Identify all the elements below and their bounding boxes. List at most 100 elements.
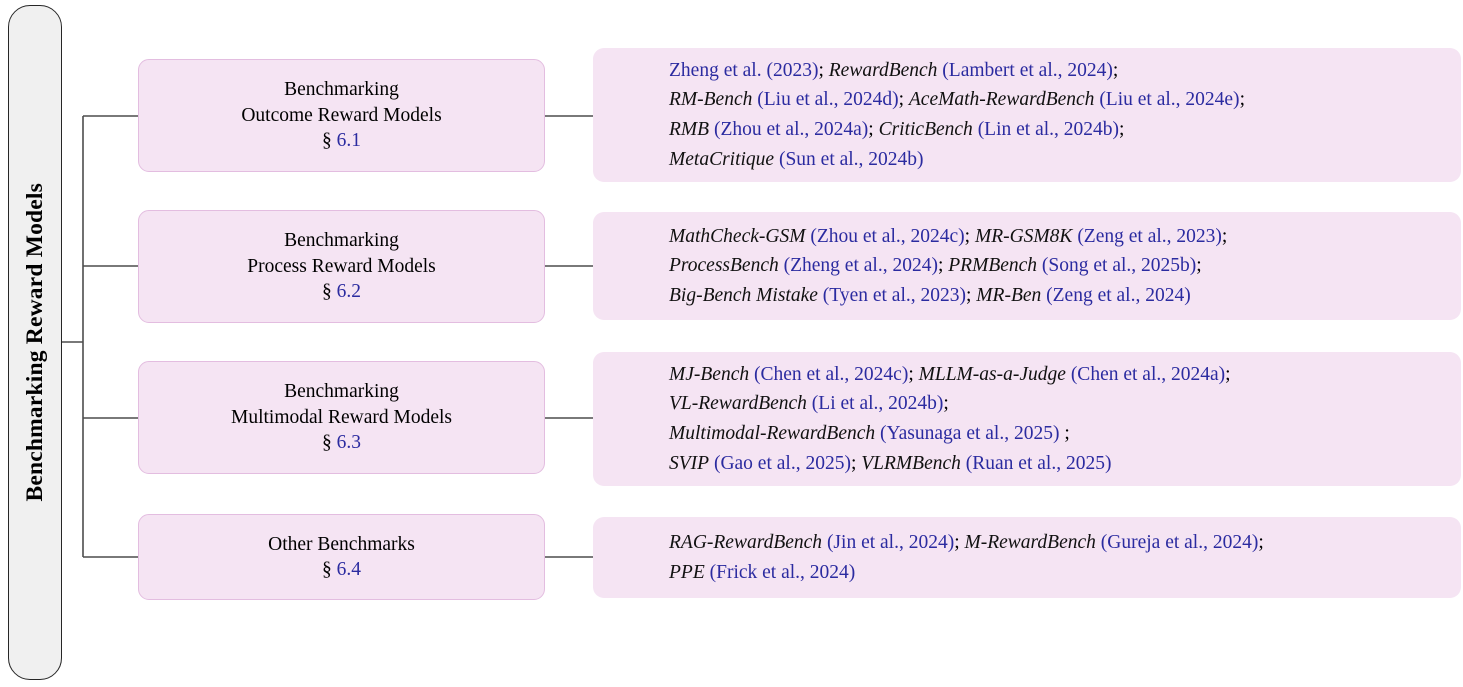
category-title-line: Outcome Reward Models (241, 104, 442, 126)
benchmark-name: MetaCritique (669, 148, 775, 170)
leaf-box-outcome: Zheng et al. (2023); RewardBench (Lamber… (593, 48, 1461, 182)
benchmark-name: VLRMBench (861, 452, 961, 474)
section-number[interactable]: 6.1 (336, 130, 361, 152)
citation-link[interactable]: (Gao et al., 2025) (713, 452, 851, 474)
separator-text: ; (868, 119, 879, 140)
section-symbol: § (322, 432, 332, 454)
benchmark-name: M-RewardBench (964, 531, 1096, 553)
citation-link[interactable]: (Lin et al., 2024b) (977, 119, 1120, 140)
benchmark-name: RMB (669, 119, 710, 140)
section-symbol: § (322, 130, 332, 152)
separator-text: ; (954, 531, 965, 553)
separator-text: ; (964, 225, 975, 247)
citation-line: Multimodal-RewardBench (Yasunaga et al.,… (669, 419, 1461, 449)
separator-text: ; (937, 255, 949, 277)
citation-line: RMB (Zhou et al., 2024a); CriticBench (L… (669, 115, 1461, 145)
category-section-ref[interactable]: § 6.4 (322, 557, 361, 582)
category-box-process[interactable]: Benchmarking Process Reward Models § 6.2 (138, 210, 545, 323)
section-symbol: § (322, 559, 332, 580)
category-title-line: Benchmarking (284, 230, 399, 252)
citation-link[interactable]: Zheng et al. (2023) (669, 59, 819, 81)
benchmark-name: SVIP (669, 452, 710, 474)
separator-text: ; (898, 89, 909, 111)
benchmark-name: Multimodal-RewardBench (669, 423, 876, 444)
category-box-outcome[interactable]: Benchmarking Outcome Reward Models § 6.1 (138, 59, 545, 172)
benchmark-name: Big-Bench Mistake (669, 284, 818, 306)
benchmark-name: RAG-RewardBench (669, 531, 823, 553)
citation-line: ProcessBench (Zheng et al., 2024); PRMBe… (669, 251, 1461, 281)
citation-link[interactable]: (Lambert et al., 2024) (942, 59, 1113, 81)
separator-text: ; (1196, 255, 1202, 277)
separator-text: ; (1239, 89, 1245, 111)
category-title-line: Process Reward Models (247, 255, 436, 277)
citation-link[interactable]: (Chen et al., 2024a) (1070, 363, 1226, 385)
category-title-line: Other Benchmarks (268, 533, 415, 555)
benchmark-name: VL-RewardBench (669, 393, 807, 415)
separator-text: ; (908, 363, 919, 385)
separator-text: ; (966, 284, 977, 306)
benchmark-name: MJ-Bench (669, 363, 750, 385)
separator-text: ; (1119, 119, 1125, 140)
benchmark-name: MR-GSM8K (974, 225, 1073, 247)
citation-line: MetaCritique (Sun et al., 2024b) (669, 145, 1461, 175)
separator-text: ; (943, 393, 949, 415)
benchmark-name: PRMBench (948, 255, 1038, 277)
separator-text: ; (818, 59, 829, 81)
benchmark-name: RM-Bench (669, 89, 753, 111)
citation-link[interactable]: (Jin et al., 2024) (826, 531, 955, 553)
leaf-box-other: RAG-RewardBench (Jin et al., 2024); M-Re… (593, 517, 1461, 598)
category-box-other[interactable]: Other Benchmarks § 6.4 (138, 514, 545, 600)
root-node-label: Benchmarking Reward Models (21, 183, 48, 502)
separator-text: ; (1112, 59, 1119, 81)
benchmark-name: AceMath-RewardBench (908, 89, 1095, 111)
citation-link[interactable]: (Li et al., 2024b) (811, 393, 944, 415)
citation-link[interactable]: (Zhou et al., 2024c) (810, 225, 965, 247)
citation-line: Zheng et al. (2023); RewardBench (Lamber… (669, 56, 1461, 86)
citation-line: MathCheck-GSM (Zhou et al., 2024c); MR-G… (669, 222, 1461, 252)
category-section-ref[interactable]: § 6.3 (322, 430, 361, 455)
citation-link[interactable]: (Gureja et al., 2024) (1100, 531, 1259, 553)
citation-link[interactable]: (Yasunaga et al., 2025) (880, 423, 1060, 444)
category-title-line: Benchmarking (284, 381, 399, 403)
category-title-line: Benchmarking (284, 79, 399, 101)
separator-text: ; (1059, 423, 1070, 444)
benchmark-name: CriticBench (878, 119, 973, 140)
citation-link[interactable]: (Sun et al., 2024b) (778, 148, 924, 170)
citation-link[interactable]: (Frick et al., 2024) (709, 561, 856, 583)
citation-line: MJ-Bench (Chen et al., 2024c); MLLM-as-a… (669, 360, 1461, 390)
citation-line: RM-Bench (Liu et al., 2024d); AceMath-Re… (669, 85, 1461, 115)
benchmark-name: MathCheck-GSM (669, 225, 806, 247)
section-number[interactable]: 6.3 (336, 432, 361, 454)
separator-text: ; (1221, 225, 1228, 247)
citation-link[interactable]: (Ruan et al., 2025) (965, 452, 1112, 474)
separator-text: ; (1258, 531, 1264, 553)
citation-link[interactable]: (Liu et al., 2024d) (757, 89, 899, 111)
benchmark-name: ProcessBench (669, 255, 779, 277)
category-section-ref[interactable]: § 6.2 (322, 279, 361, 304)
citation-link[interactable]: (Chen et al., 2024c) (754, 363, 909, 385)
section-number[interactable]: 6.4 (336, 559, 361, 580)
citation-line: SVIP (Gao et al., 2025); VLRMBench (Ruan… (669, 449, 1461, 479)
citation-link[interactable]: (Zheng et al., 2024) (783, 255, 938, 277)
benchmark-name: PPE (669, 561, 705, 583)
separator-text: ; (850, 452, 862, 474)
citation-line: VL-RewardBench (Li et al., 2024b); (669, 389, 1461, 419)
citation-link[interactable]: (Zeng et al., 2024) (1046, 284, 1191, 306)
citation-link[interactable]: (Liu et al., 2024e) (1099, 89, 1240, 111)
benchmark-name: MR-Ben (976, 284, 1042, 306)
leaf-box-process: MathCheck-GSM (Zhou et al., 2024c); MR-G… (593, 212, 1461, 320)
category-box-multimodal[interactable]: Benchmarking Multimodal Reward Models § … (138, 361, 545, 474)
benchmark-name: RewardBench (828, 59, 938, 81)
citation-link[interactable]: (Song et al., 2025b) (1041, 255, 1197, 277)
citation-line: RAG-RewardBench (Jin et al., 2024); M-Re… (669, 528, 1461, 558)
citation-link[interactable]: (Zeng et al., 2023) (1077, 225, 1222, 247)
benchmark-name: MLLM-as-a-Judge (918, 363, 1066, 385)
citation-line: PPE (Frick et al., 2024) (669, 558, 1461, 588)
category-section-ref[interactable]: § 6.1 (322, 128, 361, 153)
leaf-box-multimodal: MJ-Bench (Chen et al., 2024c); MLLM-as-a… (593, 352, 1461, 486)
section-symbol: § (322, 281, 332, 303)
citation-link[interactable]: (Tyen et al., 2023) (822, 284, 966, 306)
section-number[interactable]: 6.2 (336, 281, 361, 303)
citation-link[interactable]: (Zhou et al., 2024a) (713, 119, 869, 140)
